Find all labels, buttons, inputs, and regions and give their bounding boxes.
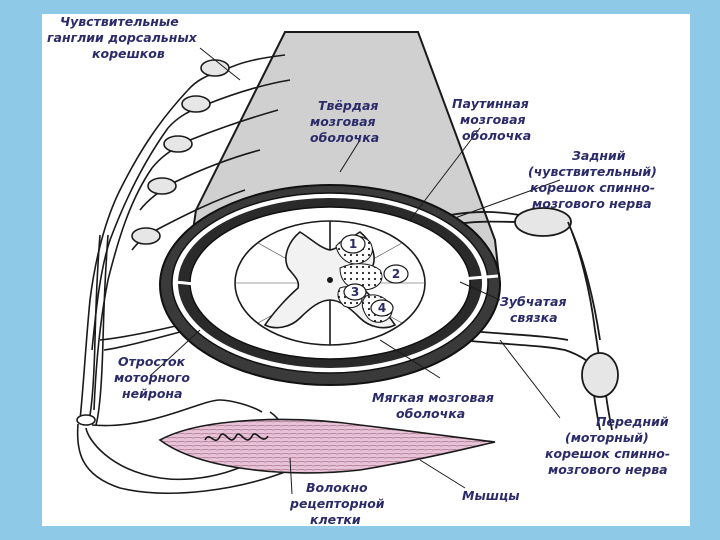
- label-posterior-root-line1: Задний: [572, 148, 626, 163]
- label-posterior-root-line4: мозгового нерва: [532, 196, 652, 211]
- label-anterior-root-line4: мозгового нерва: [548, 462, 668, 477]
- dentate-ligament-left: [173, 280, 239, 292]
- muscle: [158, 418, 496, 474]
- label-anterior-root: Передний (моторный) корешок спинно- мозг…: [545, 414, 670, 477]
- label-anterior-root-line3: корешок спинно-: [545, 446, 670, 461]
- label-posterior-root-line3: корешок спинно-: [530, 180, 655, 195]
- marker-2-label: 2: [392, 267, 400, 281]
- label-pia-line1: Мягкая мозговая: [372, 390, 494, 405]
- dentate-ligament-right: [419, 274, 499, 284]
- label-dura-line2: мозговая: [310, 114, 376, 129]
- label-motor-process-line3: нейрона: [122, 386, 182, 401]
- label-ganglia-line2: ганглии дорсальных: [47, 30, 198, 45]
- label-arachnoid-line3: оболочка: [462, 128, 531, 143]
- marker-1-label: 1: [349, 237, 357, 251]
- label-arachnoid: Паутинная мозговая оболочка: [452, 96, 531, 143]
- label-ganglia-line3: корешков: [92, 46, 165, 61]
- label-motor-process: Отросток моторного нейрона: [114, 354, 190, 401]
- label-dura-line1: Твёрдая: [318, 98, 378, 113]
- label-ganglia-line1: Чувствительные: [60, 14, 179, 29]
- label-fiber-line1: Волокно: [306, 480, 368, 495]
- spinal-nerve-trunk: [593, 394, 613, 431]
- label-dura: Твёрдая мозговая оболочка: [310, 98, 379, 145]
- label-anterior-root-line1: Передний: [596, 414, 669, 429]
- label-fiber-line3: клетки: [310, 512, 361, 527]
- marker-1: 1: [340, 234, 366, 254]
- marker-3: 3: [343, 283, 367, 301]
- label-muscles: Мышцы: [462, 488, 520, 503]
- label-ganglia: Чувствительные ганглии дорсальных корешк…: [47, 14, 198, 61]
- label-muscles-line1: Мышцы: [462, 488, 520, 503]
- label-dentate-line2: связка: [510, 310, 558, 325]
- marker-3-label: 3: [351, 285, 359, 299]
- leader-lines: [149, 47, 561, 495]
- label-dentate: Зубчатая связка: [500, 294, 566, 325]
- marker-2: 2: [383, 264, 409, 284]
- marker-4-label: 4: [378, 301, 386, 315]
- label-motor-process-line1: Отросток: [118, 354, 186, 369]
- label-motor-process-line2: моторного: [114, 370, 190, 385]
- label-fiber-line2: рецепторной: [289, 496, 385, 511]
- posterior-root: [449, 207, 601, 371]
- label-dentate-line1: Зубчатая: [500, 294, 566, 309]
- spinal-nerve-ganglion: [581, 352, 619, 398]
- label-anterior-root-line2: (моторный): [565, 430, 649, 445]
- label-posterior-root: Задний (чувствительный) корешок спинно- …: [528, 148, 657, 211]
- anterior-root: [459, 329, 595, 369]
- sensory-receptor-coil: [204, 433, 269, 442]
- marker-4: 4: [370, 299, 394, 317]
- label-pia: Мягкая мозговая оболочка: [372, 390, 494, 421]
- label-dura-line3: оболочка: [310, 130, 379, 145]
- dorsal-ganglia-chain: [79, 54, 291, 421]
- label-arachnoid-line1: Паутинная: [452, 96, 529, 111]
- central-canal: [327, 277, 333, 283]
- zone-2: [339, 263, 383, 291]
- label-arachnoid-line2: мозговая: [460, 112, 526, 127]
- label-pia-line2: оболочка: [396, 406, 465, 421]
- label-posterior-root-line2: (чувствительный): [528, 164, 657, 179]
- label-fiber: Волокно рецепторной клетки: [289, 480, 385, 527]
